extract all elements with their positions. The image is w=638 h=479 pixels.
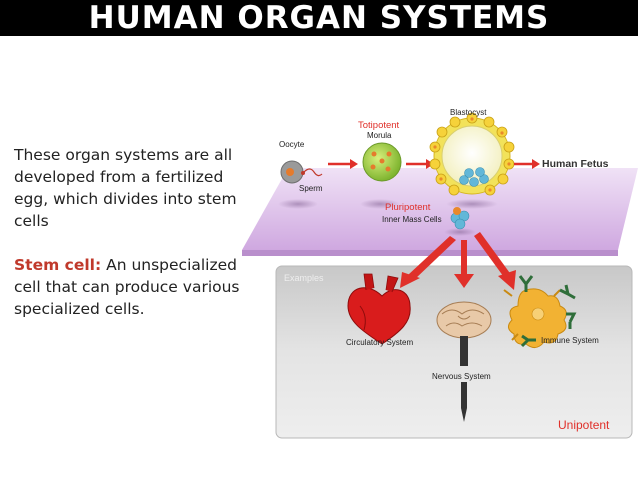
sperm-label: Sperm: [299, 184, 323, 193]
human-fetus-label: Human Fetus: [542, 158, 609, 170]
nervous-system-label: Nervous System: [432, 372, 491, 381]
unipotent-label: Unipotent: [558, 418, 610, 432]
intro-paragraph: These organ systems are all developed fr…: [14, 146, 237, 230]
stem-cell-definition: Stem cell: An unspecialized cell that ca…: [14, 254, 254, 320]
blastocyst-icon: [429, 112, 515, 196]
spinal-cord-icon: [460, 336, 468, 422]
totipotent-label: Totipotent: [358, 120, 400, 131]
immune-system-label: Immune System: [541, 336, 599, 345]
sperm-icon: [301, 168, 323, 177]
platform: [242, 168, 638, 256]
inner-mass-cells-label: Inner Mass Cells: [382, 215, 442, 224]
inner-mass-cells-icon: [450, 207, 470, 230]
arrow-icon: [328, 159, 358, 169]
stem-cell-term: Stem cell:: [14, 256, 102, 274]
arrow-icon: [514, 159, 540, 169]
oocyte-label: Oocyte: [279, 140, 305, 149]
morula-label: Morula: [367, 131, 392, 140]
blastocyst-label: Blastocyst: [450, 108, 487, 117]
circulatory-system-label: Circulatory System: [346, 338, 414, 347]
brain-icon: [436, 301, 492, 339]
antibody-icon: [518, 275, 577, 348]
examples-panel: [275, 265, 633, 439]
heart-icon: [347, 273, 411, 345]
page-title: HUMAN ORGAN SYSTEMS: [88, 0, 550, 36]
stem-cell-diagram: Oocyte Sperm Totipotent Morula Blastocys…: [242, 100, 638, 445]
morula-icon: [362, 142, 402, 182]
stem-cell-text: An unspecialized cell that can produce v…: [14, 256, 240, 318]
pluripotent-label: Pluripotent: [385, 202, 431, 213]
oocyte-icon: [280, 160, 304, 184]
immune-cell-icon: [503, 288, 567, 348]
examples-label: Examples: [284, 273, 324, 283]
description-text: These organ systems are all developed fr…: [14, 144, 254, 320]
title-bar: [0, 0, 638, 36]
arrow-down-icon: [400, 232, 516, 290]
